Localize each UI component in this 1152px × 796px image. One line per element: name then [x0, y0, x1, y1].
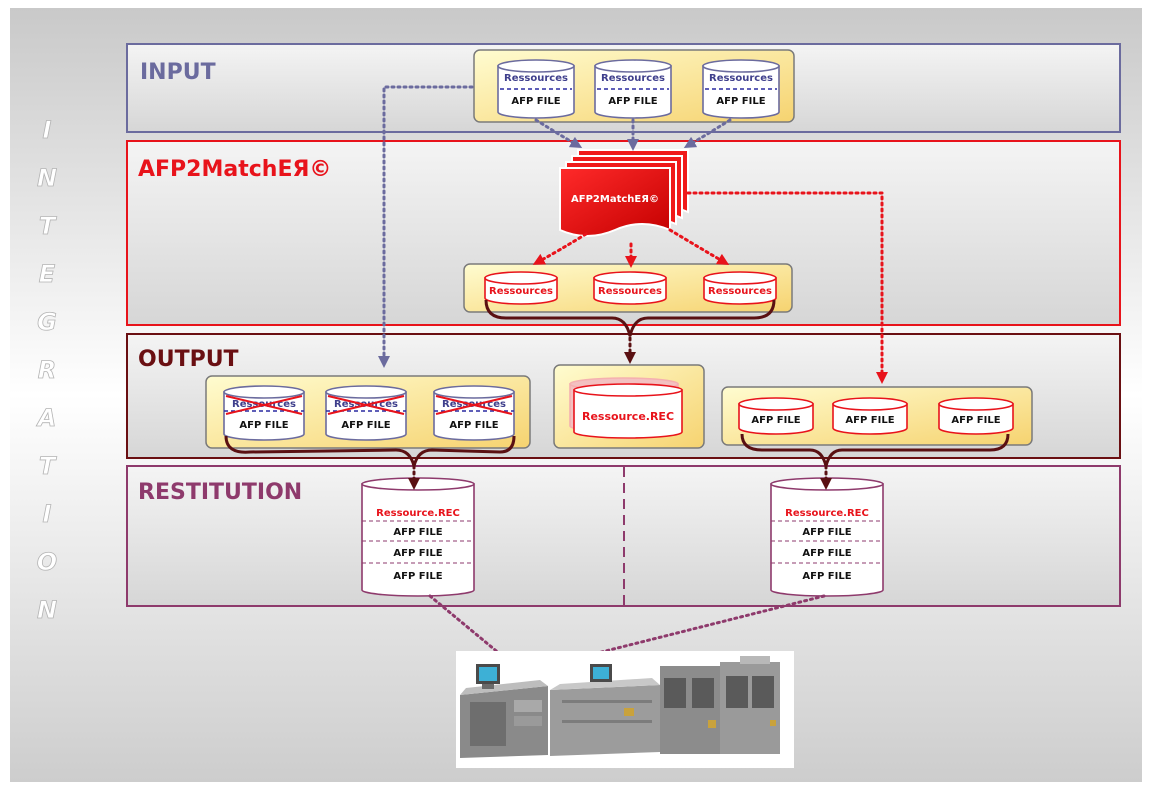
integration-letter: N — [37, 596, 57, 624]
restitution-file-cylinder: Ressource.REC AFP FILE AFP FILE AFP FILE — [361, 477, 475, 597]
afp-file-label: AFP FILE — [239, 420, 288, 431]
integration-letter: I — [43, 116, 52, 144]
extracted-resource-cylinder: Ressources — [484, 271, 558, 305]
extracted-resources-group: Ressources Ressources Ressources — [484, 271, 777, 305]
ressources-label: Ressources — [504, 73, 568, 84]
ressources-label: Ressources — [709, 73, 773, 84]
output-afp-file-cylinder: AFP FILE — [938, 397, 1014, 435]
integration-letter: O — [37, 548, 57, 576]
integration-letter: N — [37, 164, 57, 192]
afp-file-label: AFP FILE — [393, 548, 442, 559]
integration-letter: T — [39, 212, 57, 240]
integration-letter: A — [36, 404, 57, 432]
engine-document-label: AFP2MatchEЯ© — [571, 194, 659, 205]
ressources-label: Ressources — [598, 286, 662, 297]
resource-rec-file: Ressource.REC — [569, 377, 683, 439]
integration-letter: R — [38, 356, 56, 384]
ressources-label: Ressources — [601, 73, 665, 84]
input-section-title: INPUT — [140, 60, 216, 85]
afp-file-label: AFP FILE — [511, 96, 560, 107]
integration-letter: T — [39, 452, 57, 480]
afp-file-label: AFP FILE — [802, 527, 851, 538]
afp-file-label: AFP FILE — [845, 415, 894, 426]
afp-file-label: AFP FILE — [393, 527, 442, 538]
ressources-label: Ressources — [708, 286, 772, 297]
afp-file-label: AFP FILE — [751, 415, 800, 426]
afp-file-label: AFP FILE — [393, 571, 442, 582]
arrow-input-3 — [683, 118, 732, 149]
restitution-section-title: RESTITUTION — [138, 480, 302, 505]
afp-file-label: AFP FILE — [802, 548, 851, 559]
resource-rec-label: Ressource.REC — [785, 508, 869, 519]
afp2matcher-engine-document: AFP2MatchEЯ© — [559, 149, 689, 237]
afp-file-label: AFP FILE — [802, 571, 851, 582]
arrow-engine-afp-output — [686, 191, 888, 384]
resource-rec-label: Ressource.REC — [582, 410, 674, 423]
extracted-resource-cylinder: Ressources — [703, 271, 777, 305]
resource-rec-cylinder: Ressource.REC — [573, 383, 683, 439]
output-afp-file-cylinder: AFP FILE — [832, 397, 908, 435]
afp-file-label: AFP FILE — [608, 96, 657, 107]
production-printer-image — [456, 651, 794, 768]
arrow-engine-res-1 — [532, 232, 588, 265]
output-afp-files: AFP FILE AFP FILE AFP FILE — [738, 397, 1014, 435]
resource-rec-label: Ressource.REC — [376, 508, 460, 519]
restitution-file-cylinder: Ressource.REC AFP FILE AFP FILE AFP FILE — [770, 477, 884, 597]
afp-file-label: AFP FILE — [716, 96, 765, 107]
arrow-bypass-afp-files — [378, 85, 474, 368]
arrow-input-1 — [534, 118, 583, 149]
engine-section-title: AFP2MatchEЯ© — [138, 157, 331, 182]
arrow-engine-res-3 — [668, 228, 730, 266]
output-afp-file-cylinder: AFP FILE — [738, 397, 814, 435]
integration-letter: I — [43, 500, 52, 528]
merge-brace — [484, 299, 776, 337]
output-section-title: OUTPUT — [138, 347, 239, 372]
integration-letter: G — [37, 308, 57, 336]
ressources-label: Ressources — [489, 286, 553, 297]
afp-file-label: AFP FILE — [951, 415, 1000, 426]
afp-file-label: AFP FILE — [341, 420, 390, 431]
extracted-resource-cylinder: Ressources — [593, 271, 667, 305]
integration-letter: E — [39, 260, 56, 288]
afp-file-label: AFP FILE — [449, 420, 498, 431]
